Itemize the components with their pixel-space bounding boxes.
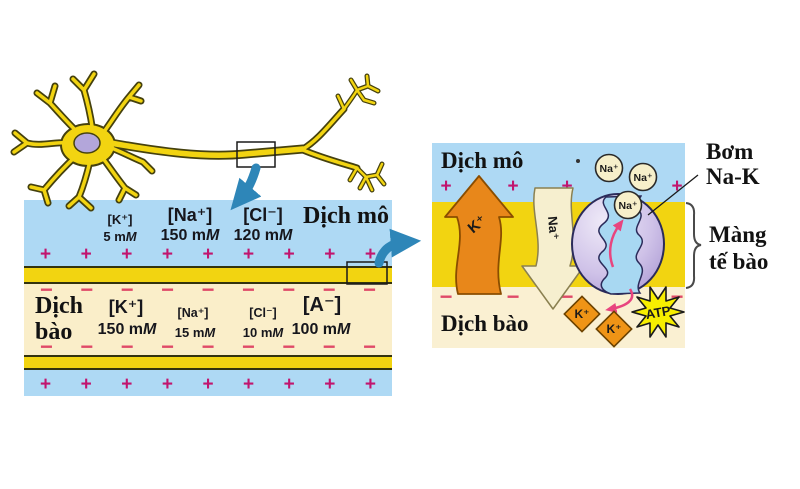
minus-sign: − [80, 334, 94, 359]
plus-sign: + [283, 244, 295, 265]
cytoplasm-band [24, 284, 392, 355]
ion-label: [Na⁺] [177, 306, 209, 320]
ion-label: [Na⁺] [167, 205, 213, 225]
plus-sign: + [364, 244, 376, 265]
axon-zoom-box [236, 141, 276, 168]
minus-sign: − [670, 284, 684, 309]
cell-membrane-label-line1: Màng [709, 222, 767, 247]
concentration-value: 15 mM [174, 325, 216, 340]
plus-sign: + [324, 244, 336, 265]
plus-sign: + [202, 374, 214, 395]
minus-sign: − [439, 284, 453, 309]
concentration-value: 100 mM [291, 321, 351, 338]
zoom-extracellular-label: Dịch mô [441, 148, 524, 173]
plus-sign: + [40, 244, 52, 265]
extracellular-fluid-label: Dịch mô [303, 203, 389, 229]
minus-sign: − [282, 334, 296, 359]
minus-sign-row-inner-bottom: −−−−−−−−− [40, 334, 376, 359]
soma [60, 123, 116, 167]
plus-sign: + [121, 374, 133, 395]
plus-sign: + [80, 244, 92, 265]
plus-sign-row-outer-bottom: + + + + + + + + + [40, 374, 376, 395]
plus-sign: + [671, 176, 683, 197]
concentration-value: 120 mM [233, 227, 293, 244]
plus-sign: + [324, 374, 336, 395]
plus-sign: + [283, 374, 295, 395]
concentration-value: 5 mM [103, 229, 137, 244]
minus-sign: − [241, 334, 255, 359]
plus-sign: + [161, 374, 173, 395]
plus-sign: + [243, 374, 255, 395]
plus-sign-row-outer-top: + + + + + + + + + [40, 244, 376, 265]
plus-sign: + [202, 244, 214, 265]
plus-sign: + [507, 176, 519, 197]
plus-sign: + [440, 176, 452, 197]
concentration-value: 150 mM [160, 227, 220, 244]
plus-sign: + [561, 176, 573, 197]
membrane-brace [685, 202, 702, 289]
minus-sign: − [322, 334, 336, 359]
membrane-band-upper [24, 266, 392, 284]
cytoplasm-label-line1: Dịch [35, 293, 83, 319]
minus-sign: − [201, 334, 215, 359]
concentration-value: 150 mM [97, 321, 157, 338]
minus-sign: − [282, 277, 296, 302]
minus-sign: − [560, 284, 574, 309]
ion-label: [K⁺] [108, 297, 144, 317]
plus-sign: + [243, 244, 255, 265]
cell-membrane-label: Màng tế bào [709, 221, 768, 275]
minus-sign: − [201, 277, 215, 302]
ion-label: [Cl⁻] [249, 306, 277, 320]
ion-label: [A⁻] [302, 294, 342, 316]
plus-sign: + [40, 374, 52, 395]
minus-sign: − [161, 277, 175, 302]
minus-sign: − [363, 334, 376, 359]
minus-sign: − [161, 334, 175, 359]
nucleus [73, 132, 101, 154]
plus-sign: + [121, 244, 133, 265]
neuron-illustration [10, 70, 387, 212]
plus-sign: + [364, 374, 376, 395]
membrane-band-lower [24, 355, 392, 370]
cytoplasm-label-line2: bào [35, 319, 73, 345]
pump-label-line1: Bơm [706, 139, 754, 164]
minus-sign: − [120, 277, 134, 302]
minus-sign: − [506, 284, 520, 309]
plus-sign: + [161, 244, 173, 265]
zoom-membrane-band [432, 202, 685, 287]
minus-sign: − [120, 334, 134, 359]
minus-sign: − [363, 277, 376, 302]
ion-label: [K⁺] [107, 212, 133, 227]
extracellular-fluid-band-bottom [24, 370, 392, 396]
plus-sign: + [80, 374, 92, 395]
minus-sign: − [80, 277, 94, 302]
zoom-arrow-neuron-to-membrane [230, 163, 262, 211]
zoom-cytoplasm-label: Dịch bào [441, 311, 529, 336]
concentration-value: 10 mM [242, 325, 284, 340]
ion-label: [Cl⁻] [243, 205, 283, 225]
pump-label: Bơm Na-K [706, 139, 760, 189]
cell-membrane-label-line2: tế bào [709, 249, 769, 274]
cytoplasm-label: Dịch bào [35, 293, 83, 345]
pump-label-line2: Na-K [706, 164, 760, 189]
minus-sign: − [241, 277, 255, 302]
